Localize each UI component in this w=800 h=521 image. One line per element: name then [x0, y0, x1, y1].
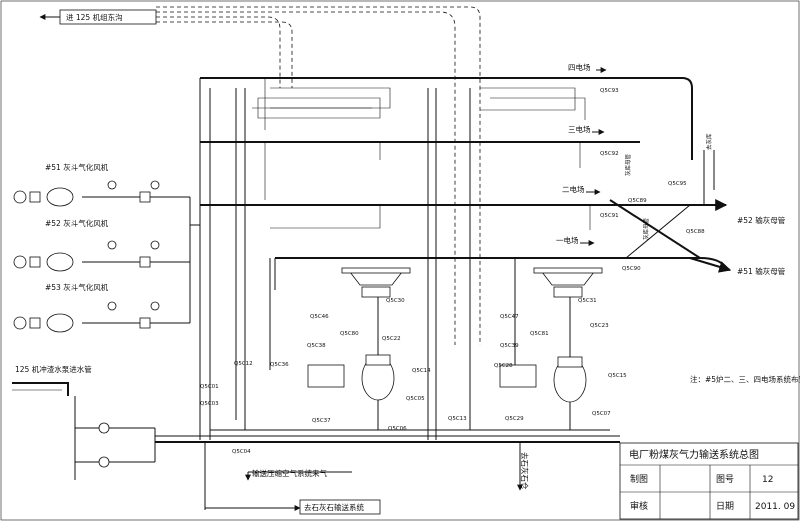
svg-text:去石灰石仓: 去石灰石仓	[520, 452, 530, 490]
svg-text:注：#5炉二、三、四电场系统布置与一电场相同。: 注：#5炉二、三、四电场系统布置与一电场相同。	[690, 374, 800, 384]
svg-text:Q5C92: Q5C92	[600, 151, 619, 157]
drawn-label: 制图	[630, 473, 648, 485]
svg-text:去灰库: 去灰库	[705, 133, 713, 150]
svg-text:Q5C12: Q5C12	[234, 361, 253, 367]
fan-2	[13, 240, 190, 272]
hopper-unit-right	[499, 267, 603, 430]
svg-text:四电场: 四电场	[568, 62, 591, 72]
svg-text:Q5C39: Q5C39	[500, 343, 519, 349]
svg-text:三电场: 三电场	[568, 124, 591, 134]
svg-text:Q5C31: Q5C31	[578, 298, 597, 304]
hopper-unit-left	[307, 267, 411, 430]
title-text: 电厂粉煤灰气力输送系统总图	[629, 448, 759, 461]
svg-text:去石灰石输送系统: 去石灰石输送系统	[304, 502, 364, 512]
svg-text:Q5C04: Q5C04	[232, 449, 251, 455]
svg-text:Q5C80: Q5C80	[340, 331, 359, 337]
east-duct-label: 进 125 机组东沟	[39, 6, 481, 345]
svg-text:#53 灰斗气化风机: #53 灰斗气化风机	[45, 282, 109, 292]
fan-group: #51 灰斗气化风机 #52 灰斗气化风机 #53 灰斗气化风机	[13, 162, 200, 333]
date-value: 2011. 09	[755, 502, 795, 512]
fan-3	[13, 301, 190, 333]
svg-text:Q5C05: Q5C05	[406, 396, 425, 402]
svg-text:Q5C30: Q5C30	[386, 298, 405, 304]
valve-tags: Q5C93 Q5C92 Q5C90 Q5C89 Q5C91 Q5C88 Q5C9…	[200, 88, 705, 455]
svg-text:进 125 机组东沟: 进 125 机组东沟	[66, 12, 123, 22]
svg-text:Q5C01: Q5C01	[200, 384, 219, 390]
svg-text:Q5C95: Q5C95	[668, 181, 687, 187]
field-lines: 四电场 三电场 二电场 一电场 #52 输灰母管 #51 输灰母管 灰库母管 灰…	[200, 62, 786, 276]
svg-text:#51 灰斗气化风机: #51 灰斗气化风机	[45, 162, 109, 172]
svg-text:Q5C06: Q5C06	[388, 426, 407, 432]
svg-text:Q5C15: Q5C15	[608, 373, 627, 379]
svg-text:Q5C22: Q5C22	[382, 336, 401, 342]
water-inlet: 125 机冲渣水泵进水管	[12, 364, 156, 480]
svg-text:灰库母管: 灰库母管	[642, 217, 650, 240]
svg-text:#51 输灰母管: #51 输灰母管	[737, 266, 786, 276]
svg-text:Q5C03: Q5C03	[200, 401, 219, 407]
svg-text:Q5C91: Q5C91	[600, 213, 619, 219]
svg-text:Q5C90: Q5C90	[622, 266, 641, 272]
svg-text:Q5C93: Q5C93	[600, 88, 619, 94]
date-label: 日期	[716, 501, 734, 512]
title-block: 电厂粉煤灰气力输送系统总图 制图 审核 图号 12 日期 2011. 09	[619, 442, 799, 520]
svg-text:Q5C23: Q5C23	[590, 323, 609, 329]
svg-text:灰库母管: 灰库母管	[624, 153, 632, 176]
svg-text:Q5C47: Q5C47	[500, 314, 519, 320]
svg-text:125 机冲渣水泵进水管: 125 机冲渣水泵进水管	[15, 364, 92, 374]
bottom-headers: 去石灰石输送系统 输送压缩空气系统来气 去石灰石仓	[155, 429, 620, 515]
svg-text:Q5C89: Q5C89	[628, 198, 647, 204]
fan-1	[13, 180, 190, 207]
svg-text:二电场: 二电场	[562, 184, 585, 194]
drawing-no-label: 图号	[716, 474, 734, 485]
svg-text:Q5C38: Q5C38	[307, 343, 326, 349]
svg-text:Q5C81: Q5C81	[530, 331, 549, 337]
svg-text:一电场: 一电场	[556, 235, 579, 245]
checked-label: 审核	[630, 500, 648, 512]
svg-text:Q5C36: Q5C36	[270, 362, 289, 368]
svg-text:Q5C46: Q5C46	[310, 314, 329, 320]
svg-text:Q5C37: Q5C37	[312, 418, 331, 424]
svg-text:Q5C07: Q5C07	[592, 411, 611, 417]
svg-text:#52 灰斗气化风机: #52 灰斗气化风机	[45, 218, 109, 228]
note: 注：#5炉二、三、四电场系统布置与一电场相同。	[690, 374, 800, 384]
svg-text:#52 输灰母管: #52 输灰母管	[737, 215, 786, 225]
feeder-columns	[199, 78, 591, 440]
svg-text:输送压缩空气系统来气: 输送压缩空气系统来气	[252, 468, 327, 478]
svg-text:Q5C29: Q5C29	[505, 416, 524, 422]
svg-text:Q5C88: Q5C88	[686, 229, 705, 235]
drawing-no-value: 12	[762, 475, 773, 485]
svg-text:Q5C14: Q5C14	[412, 368, 431, 374]
svg-text:Q5C13: Q5C13	[448, 416, 467, 422]
svg-text:Q5C28: Q5C28	[494, 363, 513, 369]
